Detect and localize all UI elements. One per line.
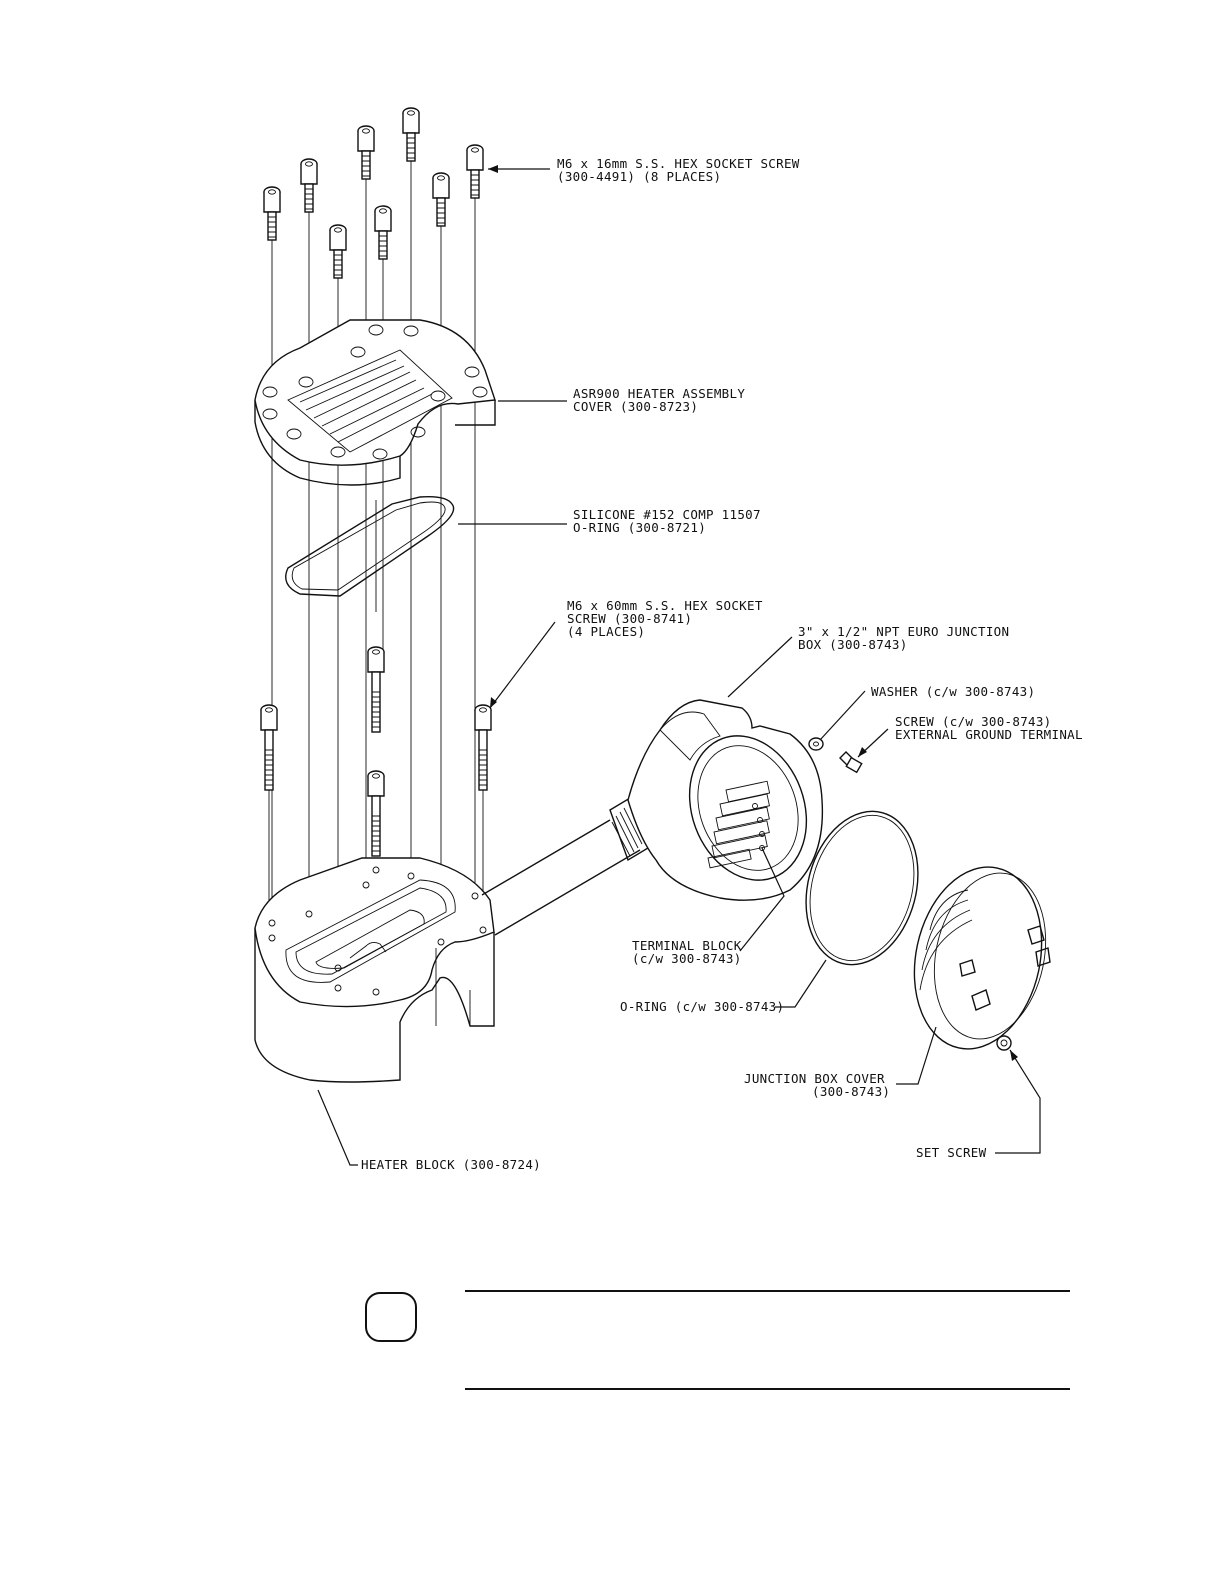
callout-hex-screw-16-line-2: (300-4491) (8 PLACES) (557, 169, 721, 184)
note-icon (365, 1292, 417, 1342)
callout-labels: M6 x 16mm S.S. HEX SOCKET SCREW (300-449… (361, 156, 1083, 1172)
heater-block (254, 857, 495, 1083)
washer (808, 737, 824, 751)
callout-set-screw: SET SCREW (916, 1145, 987, 1160)
callout-hex-screw-16-line-1: M6 x 16mm S.S. HEX SOCKET SCREW (557, 156, 800, 171)
callout-box-cover-line-2: (300-8743) (812, 1084, 890, 1099)
callout-washer: WASHER (c/w 300-8743) (871, 684, 1035, 699)
callout-hex-screw-60-line-3: (4 PLACES) (567, 624, 645, 639)
callout-hex-screw-60-line-2: SCREW (300-8741) (567, 611, 692, 626)
note-bottom-rule (465, 1388, 1070, 1390)
callout-junction-box-line-2: BOX (300-8743) (798, 637, 908, 652)
callout-box-cover-line-1: JUNCTION BOX COVER (744, 1071, 885, 1086)
callout-box-oring: O-RING (c/w 300-8743) (620, 999, 784, 1014)
conduit-pipe (481, 796, 649, 936)
callout-terminal-block-line-2: (c/w 300-8743) (632, 951, 742, 966)
callout-heater-cover-line-1: ASR900 HEATER ASSEMBLY (573, 386, 745, 401)
heater-assembly-cover (254, 319, 496, 486)
junction-box (627, 699, 824, 901)
callout-hex-screw-60-line-1: M6 x 60mm S.S. HEX SOCKET (567, 598, 763, 613)
short-hex-socket-screws (263, 107, 484, 279)
callout-heater-block: HEATER BLOCK (300-8724) (361, 1157, 541, 1172)
silicone-o-ring (285, 495, 455, 597)
callout-leaders (317, 165, 1041, 1166)
long-hex-socket-screws (260, 646, 492, 857)
callout-silicone-oring-line-1: SILICONE #152 COMP 11507 (573, 507, 761, 522)
ground-screw (839, 751, 863, 774)
junction-box-o-ring (805, 810, 919, 966)
note-top-rule (465, 1290, 1070, 1292)
callout-heater-cover-line-2: COVER (300-8723) (573, 399, 698, 414)
callout-junction-box-line-1: 3" x 1/2" NPT EURO JUNCTION (798, 624, 1009, 639)
callout-ground-screw-line-1: SCREW (c/w 300-8743) (895, 714, 1052, 729)
callout-silicone-oring-line-2: O-RING (300-8721) (573, 520, 706, 535)
callout-ground-screw-line-2: EXTERNAL GROUND TERMINAL (895, 727, 1083, 742)
junction-box-cover (913, 866, 1051, 1051)
callout-terminal-block-line-1: TERMINAL BLOCK (632, 938, 742, 953)
